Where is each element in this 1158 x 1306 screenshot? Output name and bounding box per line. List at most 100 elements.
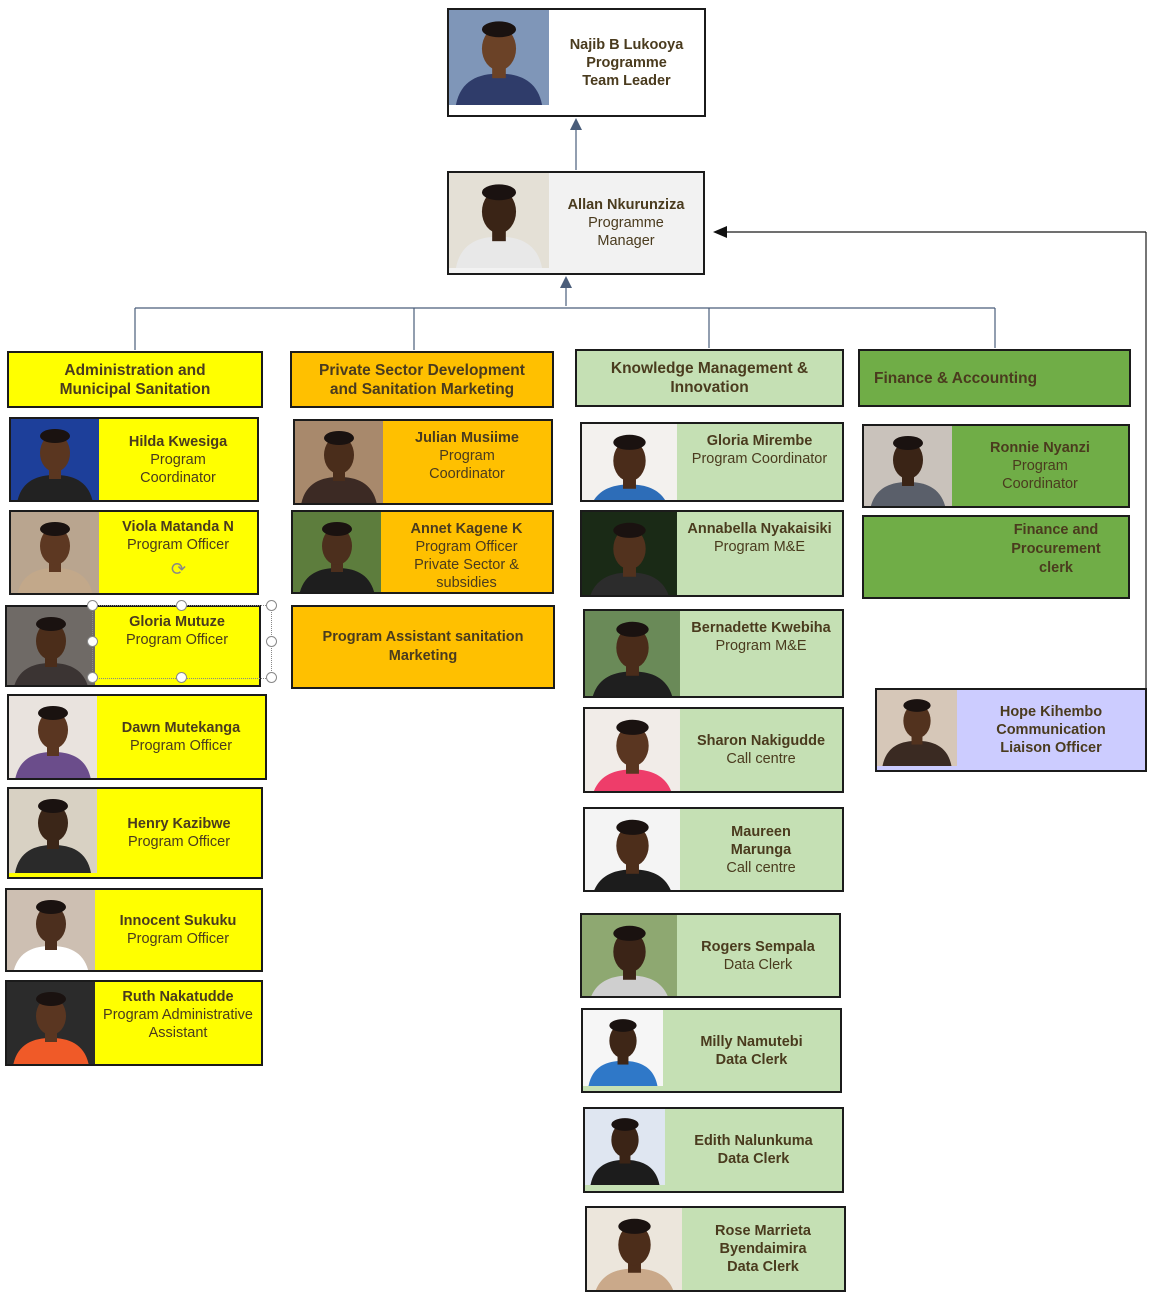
card-finance-procurement-clerk[interactable]: Finance and Procurement clerk [862,515,1130,599]
resize-handle[interactable] [266,672,277,683]
member-name: Bernadette Kwebiha [691,620,831,636]
arrow-comms-to-manager [713,226,727,238]
card-viola-matanda-n[interactable]: Viola Matanda N Program Officer [9,510,259,595]
role-line-2: Manager [597,233,655,249]
member-name: Dawn Mutekanga [121,720,241,736]
name-najib-lukooya: Najib B Lukooya [569,36,684,53]
photo-hope-kihembo [877,690,957,770]
card-team-leader[interactable]: Najib B Lukooya Programme Team Leader [447,8,706,117]
member-name: Sharon Nakigudde [696,733,826,749]
resize-handle[interactable] [87,636,98,647]
member-role-2: Coordinator [140,469,216,486]
member-name: Maureen [731,823,791,840]
member-role: Data Clerk [723,956,793,973]
resize-handle[interactable] [266,636,277,647]
card-program-assistant-sanitation-marketing[interactable]: Program Assistant sanitation Marketing [291,605,555,689]
photo-viola-matanda-n [11,512,99,593]
photo-najib-lukooya [449,10,549,115]
photo-maureen-marunga [585,809,680,890]
photo-hilda-kwesiga [11,419,99,500]
resize-handle[interactable] [87,600,98,611]
member-name: Gloria Mirembe [706,433,813,449]
header-finance: Finance & Accounting [858,349,1131,407]
resize-handle[interactable] [266,600,277,611]
photo-ronnie-nyanzi [864,426,952,506]
member-name-2: Byendaimira [719,1241,807,1257]
member-role: Program Officer [126,931,230,947]
member-role: Program [439,448,495,464]
photo-gloria-mirembe [582,424,677,500]
member-role: Program Officer [125,632,229,648]
member-role: Program [150,451,206,468]
member-role: Data Clerk [717,1151,790,1167]
photo-rogers-sempala [582,915,677,996]
member-name: Hilda Kwesiga [128,433,228,450]
resize-handle[interactable] [176,672,187,683]
photo-julian-musiime [295,421,383,503]
photo-bernadette-kwebiha [585,611,680,696]
member-role: Program M&E [713,539,806,555]
member-name: Rose Marrieta [715,1223,811,1239]
member-role-2: Assistant [148,1025,208,1041]
member-role: Communication [996,722,1106,738]
member-role: Program Administrative [103,1007,253,1023]
photo-henry-kazibwe [9,789,97,877]
resize-handle[interactable] [176,600,187,611]
photo-gloria-mutuze [7,607,95,685]
member-role: Program Officer [127,834,231,850]
member-name: Milly Namutebi [700,1033,803,1050]
member-role: Program M&E [715,638,807,654]
member-name: Viola Matanda N [122,519,234,535]
name-allan-nkurunziza: Allan Nkurunziza [567,197,685,213]
member-role: Program Officer [126,537,230,553]
rotate-handle-icon[interactable]: ⟳ [171,559,187,579]
resize-handle[interactable] [87,672,98,683]
photo-annet-kagene-k [293,512,381,592]
member-name: Julian Musiime [415,430,519,446]
member-name: Ronnie Nyanzi [990,440,1090,456]
member-name: Annabella Nyakaisiki [687,521,832,537]
member-name: Gloria Mutuze [129,614,225,630]
card-programme-manager[interactable]: Allan Nkurunziza Programme Manager [447,171,705,275]
member-name: Annet Kagene K [410,521,523,537]
arrow-to-leader [570,118,582,130]
photo-annabella-nyakaisiki [582,512,677,595]
member-name-2: Marunga [730,841,792,858]
header-administration: Administration and Municipal Sanitation [7,351,263,408]
member-role: Program [1012,458,1068,474]
member-role: Call centre [726,859,796,876]
member-name: Edith Nalunkuma [694,1133,813,1149]
member-role-3: subsidies [436,575,497,591]
member-name: Rogers Sempala [701,938,815,955]
member-role: Program Officer [415,539,518,555]
photo-dawn-mutekanga [9,696,97,778]
header-knowledge-management: Knowledge Management & Innovation [575,349,844,407]
member-name: Hope Kihembo [999,704,1103,720]
photo-allan-nkurunziza [449,173,549,273]
member-role-2: Private Sector & [414,557,519,573]
member-role-2: Coordinator [1002,476,1078,492]
member-role: Call centre [726,751,796,767]
header-private-sector: Private Sector Development and Sanitatio… [290,351,554,408]
member-role: Data Clerk [715,1051,788,1068]
role-line-1: Programme [586,54,667,71]
